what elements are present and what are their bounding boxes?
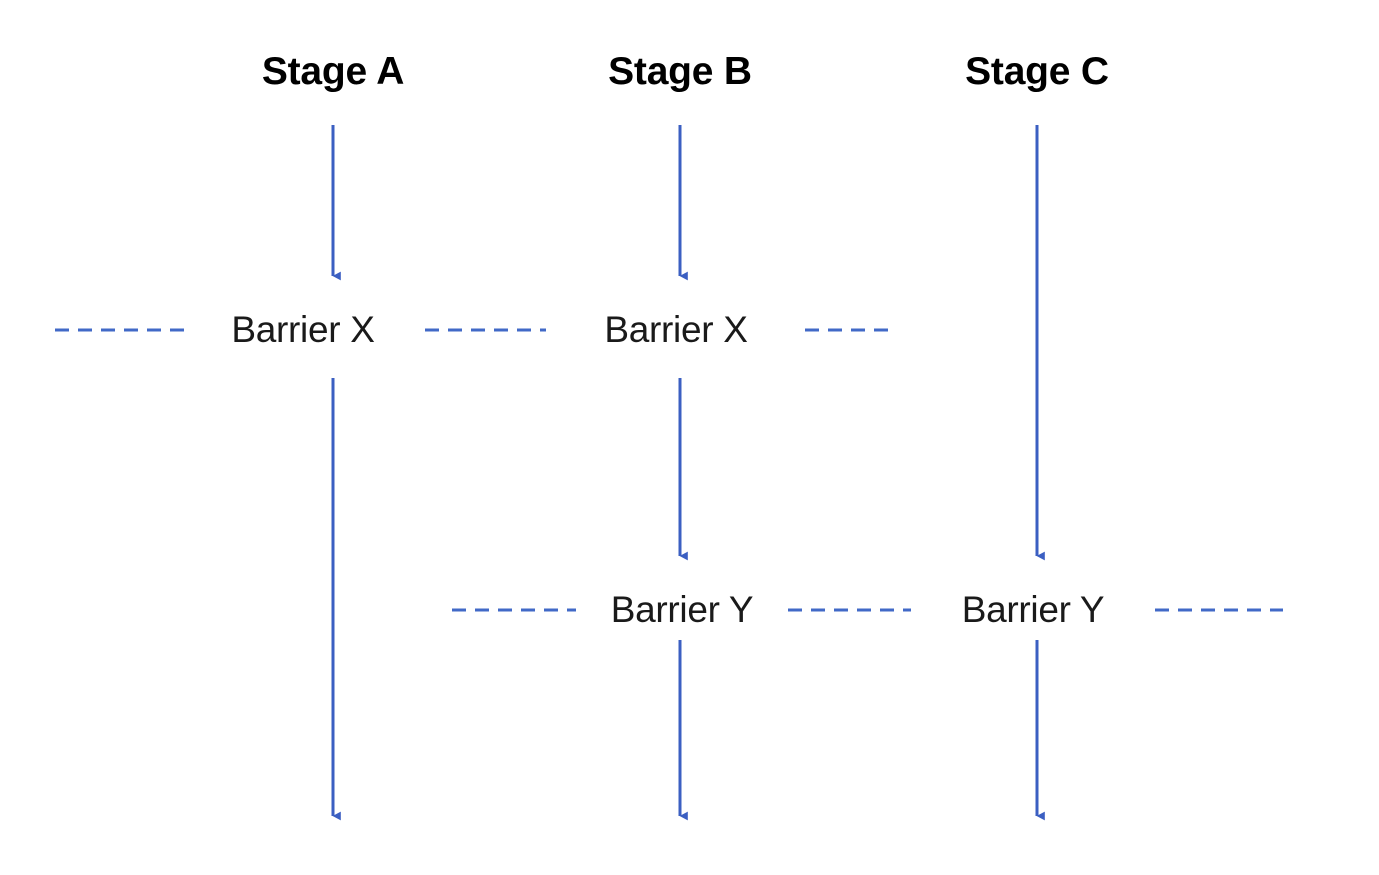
barrier-label-y-stage-b: Barrier Y [610, 589, 754, 630]
barrier-label-x-stage-a: Barrier X [231, 309, 375, 350]
barrier-label-y-stage-c: Barrier Y [961, 589, 1105, 630]
dashed-line-group [55, 328, 1283, 612]
stage-header-a: Stage A [261, 50, 405, 93]
arrow-group [331, 125, 1045, 821]
stage-header-c: Stage C [965, 50, 1109, 93]
barrier-label-x-stage-b: Barrier X [604, 309, 748, 350]
stage-header-b: Stage B [608, 50, 752, 93]
